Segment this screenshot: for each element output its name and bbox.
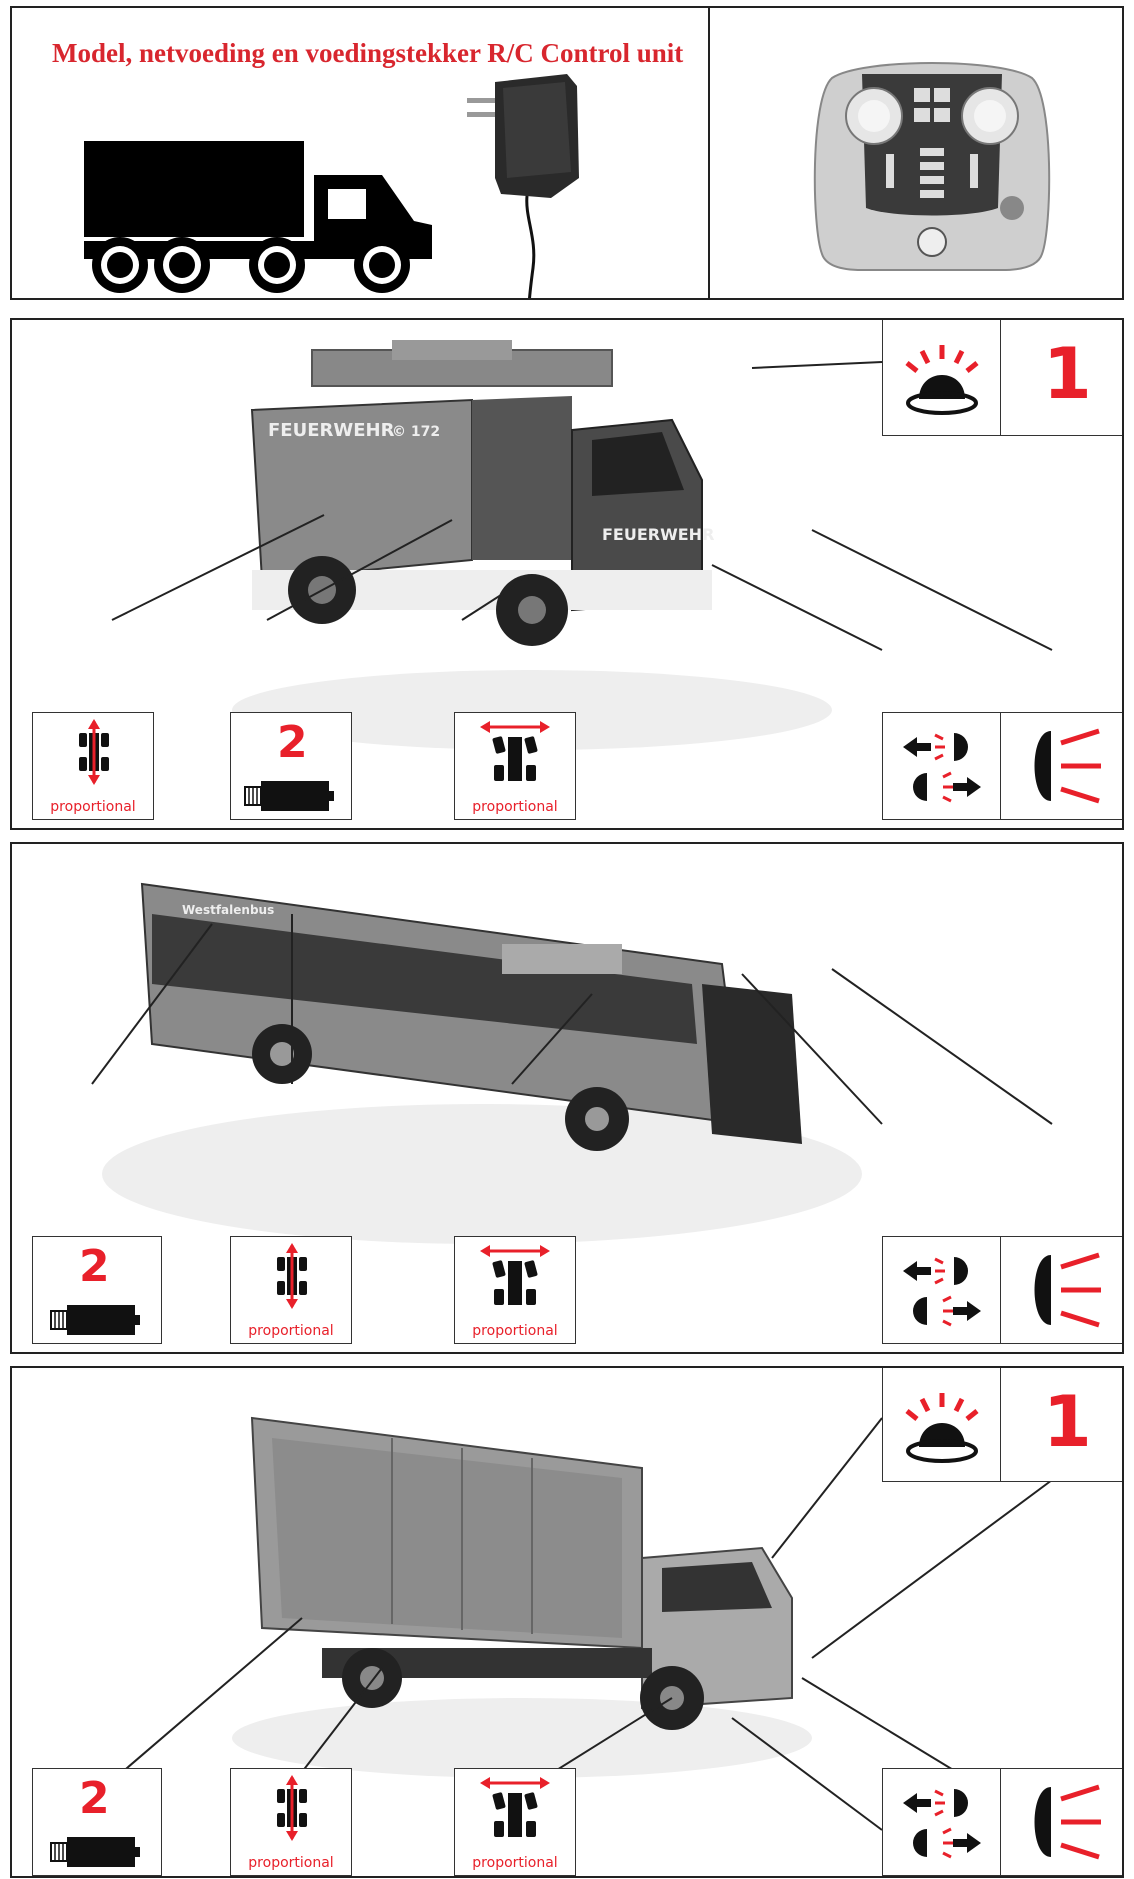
channel-number: 1 [1043,1381,1092,1463]
motor-channel-number: 2 [79,1773,110,1824]
bus-panel: Westfalenbus 2 proportional proportional [10,842,1124,1354]
steer-badge: proportional [454,712,576,820]
steer-badge: proportional [454,1236,576,1344]
page-title: Model, netvoeding en voedingstekker R/C … [52,38,684,68]
leader-lines [111,361,1053,651]
beacon-icon [897,1385,989,1467]
unit-number: © 172 [392,424,440,440]
steering-proportional-icon [478,1243,552,1307]
garbage-truck-panel: 1 2 proportional proportional [10,1366,1124,1878]
leader-lines [91,914,1053,1125]
turn-signal-icon [901,731,983,803]
drive-badge: proportional [230,1236,352,1344]
headlight-badge [1000,712,1122,820]
proportional-label: proportional [248,1855,334,1871]
drive-badge: proportional [230,1768,352,1876]
turn-signal-badge [882,1236,1002,1344]
headlight-icon [1021,1251,1107,1331]
drive-badge: proportional [32,712,154,820]
motor-icon [50,1836,141,1868]
headlight-badge [1000,1768,1122,1876]
fire-truck-image: FEUERWEHR © 172 FEUERWEHR [232,340,832,750]
motor-channel-number: 2 [79,1241,110,1292]
headlight-icon [1021,1783,1107,1863]
beacon-badge [882,320,1002,436]
headlight-badge [1000,1236,1122,1344]
motor-badge: 2 [32,1768,162,1876]
proportional-label: proportional [472,799,558,815]
steering-proportional-icon [478,1775,552,1839]
beacon-icon [897,337,989,419]
channel-badge: 1 [1000,320,1122,436]
steering-proportional-icon [478,719,552,783]
header-panel: Model, netvoeding en voedingstekker R/C … [10,6,1124,300]
channel-badge: 1 [1000,1368,1122,1482]
panel-divider [708,8,710,298]
remote-control-icon [813,62,1051,271]
leader-lines [91,1417,1053,1831]
channel-number: 1 [1043,333,1092,415]
motor-icon [50,1304,141,1336]
steer-badge: proportional [454,1768,576,1876]
motor-icon [244,780,335,812]
fire-truck-panel: FEUERWEHR © 172 FEUERWEHR 1 proportional… [10,318,1124,830]
bus-route: Westfalenbus [182,903,274,917]
beacon-badge [882,1368,1002,1482]
door-text: FEUERWEHR [268,420,395,441]
drive-proportional-icon [275,1241,309,1311]
proportional-label: proportional [472,1323,558,1339]
turn-signal-badge [882,1768,1002,1876]
turn-signal-icon [901,1255,983,1327]
motor-badge: 2 [32,1236,162,1344]
drive-proportional-icon [77,717,111,787]
drive-proportional-icon [275,1773,309,1843]
power-adapter-icon [467,74,579,298]
headlight-icon [1021,727,1107,807]
motor-channel-number: 2 [277,717,308,768]
proportional-label: proportional [472,1855,558,1871]
proportional-label: proportional [50,799,136,815]
turn-signal-icon [901,1787,983,1859]
motor-badge: 2 [230,712,352,820]
truck-icon [84,141,432,293]
cab-text: FEUERWEHR [602,525,714,544]
turn-signal-badge [882,712,1002,820]
proportional-label: proportional [248,1323,334,1339]
